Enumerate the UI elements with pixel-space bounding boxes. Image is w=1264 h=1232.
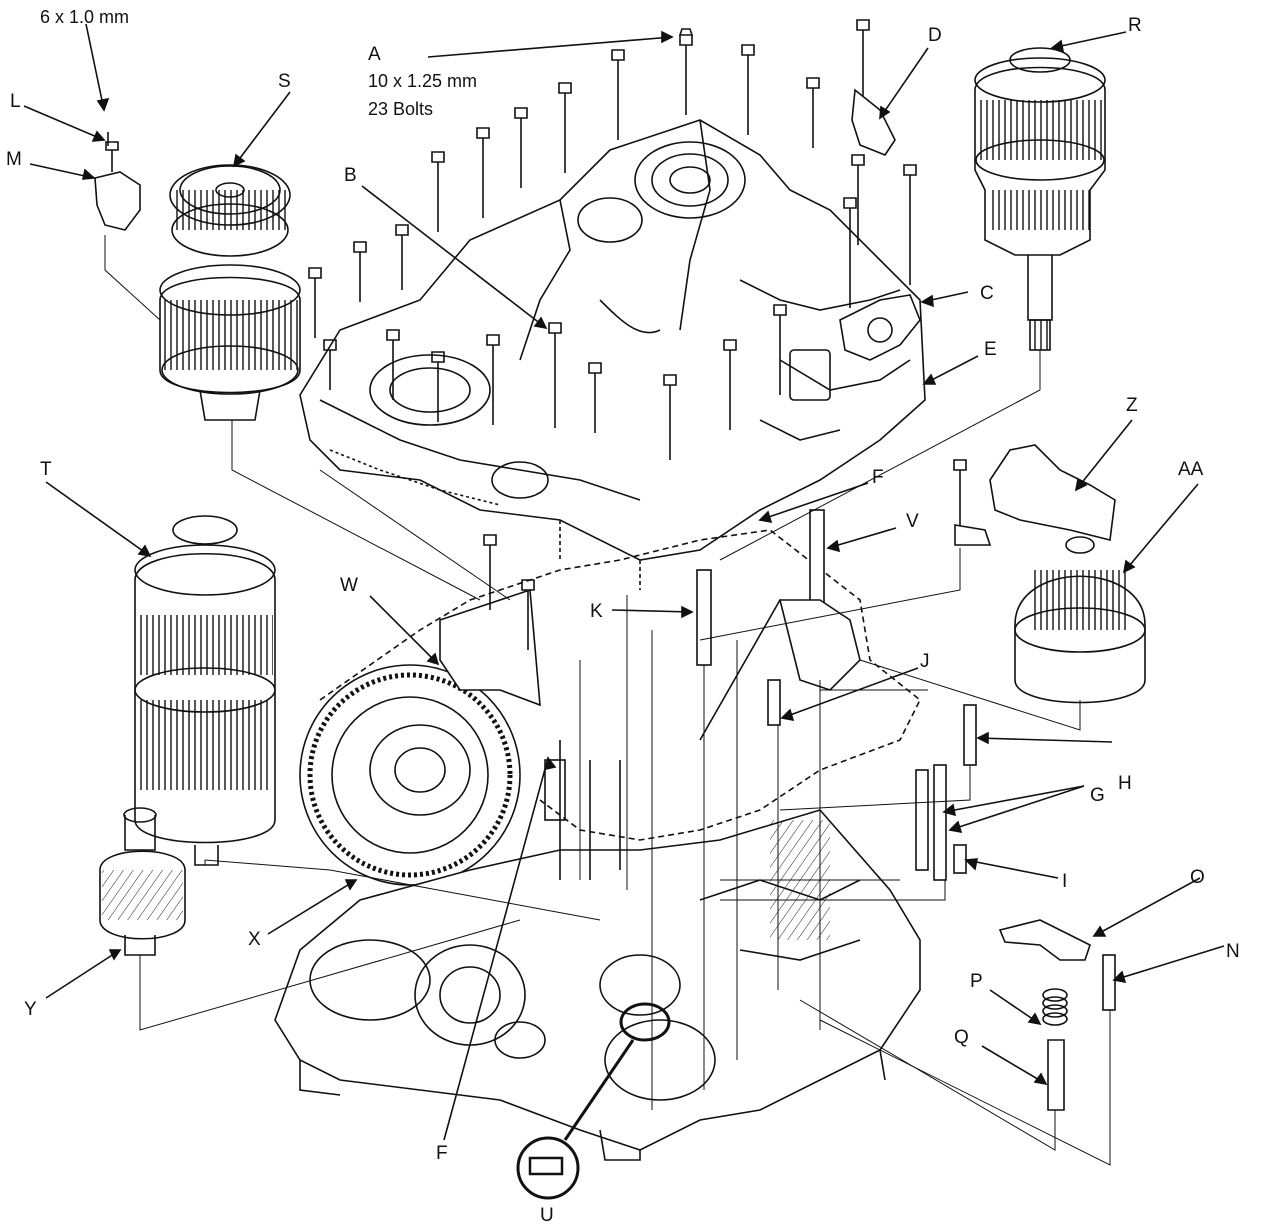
- seal-u: [619, 1002, 671, 1042]
- seal-u-pointer: [563, 1039, 635, 1141]
- callout-u: U: [540, 1205, 554, 1226]
- callout-i: I: [1062, 871, 1068, 892]
- callout-f-lower: F: [436, 1143, 448, 1164]
- callout-z: Z: [1126, 395, 1138, 416]
- callout-o: O: [1190, 867, 1205, 888]
- shaft-g-2: [933, 764, 947, 881]
- shift-fork-z: [953, 444, 1116, 546]
- leader-lines: [23, 23, 1225, 1141]
- callout-f-upper: F: [872, 467, 884, 488]
- oil-guide-plate-w: [439, 534, 541, 707]
- callout-e: E: [984, 339, 997, 360]
- callout-h: H: [1118, 773, 1132, 794]
- callout-n: N: [1226, 941, 1240, 962]
- differential-ring-gear-x: [299, 664, 521, 886]
- callout-d: D: [928, 25, 942, 46]
- callout-aa: AA: [1178, 459, 1204, 480]
- seal-u-detail-icon: [528, 1156, 564, 1176]
- callout-q: Q: [954, 1027, 969, 1048]
- shaft-assembly-y: [99, 807, 186, 956]
- pin-j: [767, 679, 781, 726]
- shaft-assembly-t: [134, 515, 276, 866]
- seal-u-detail-circle: [516, 1136, 580, 1200]
- callout-b: B: [344, 165, 357, 186]
- callout-t: T: [40, 459, 52, 480]
- callout-m: M: [6, 149, 22, 170]
- shaft-q: [1047, 1039, 1065, 1111]
- spec-l-size: 6 x 1.0 mm: [40, 7, 130, 27]
- callout-c: C: [980, 283, 994, 304]
- shift-arm-o: [998, 919, 1091, 961]
- pin-i: [953, 844, 967, 874]
- shaft-n: [1102, 954, 1116, 1011]
- callout-j: J: [920, 651, 930, 672]
- callout-x: X: [248, 929, 261, 950]
- gasket-outline: [319, 529, 922, 841]
- bracket-d: [851, 88, 896, 156]
- callout-y: Y: [24, 999, 37, 1020]
- callout-l: L: [10, 91, 21, 112]
- callout-p: P: [970, 971, 983, 992]
- countershaft-assembly-s: [159, 264, 301, 421]
- shaft-k: [696, 569, 712, 666]
- mainshaft-assembly-r: [974, 47, 1106, 351]
- shaft-g-1: [915, 769, 929, 871]
- gear-s: [169, 164, 291, 257]
- callout-g: G: [1090, 785, 1105, 806]
- alignment-lines: [104, 235, 1111, 1166]
- spec-a-size: 10 x 1.25 mm: [368, 71, 478, 91]
- spec-a-count: 23 Bolts: [368, 99, 434, 119]
- bolts-a: [308, 19, 917, 460]
- callout-w: W: [340, 575, 358, 596]
- gear-assembly-aa: [1014, 536, 1146, 704]
- pin-h: [963, 704, 977, 766]
- callout-a: A: [368, 44, 381, 65]
- spring-p: [1042, 988, 1068, 1026]
- callout-v: V: [906, 511, 919, 532]
- callout-s: S: [278, 71, 291, 92]
- callout-r: R: [1128, 15, 1142, 36]
- callout-k: K: [590, 601, 603, 622]
- transmission-housing-upper: [299, 119, 926, 590]
- shift-fork-m: [94, 132, 141, 231]
- shift-shaft-v: [699, 509, 861, 741]
